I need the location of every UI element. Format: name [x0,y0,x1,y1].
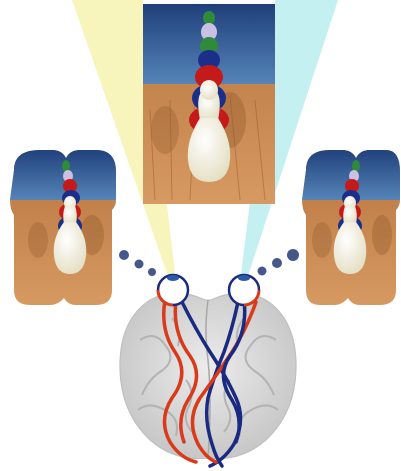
right-thought-dots [258,249,300,276]
bowling-pins-center-view [143,4,275,204]
bowling-pins-left-eye-view [8,148,120,308]
right-eyeball-icon [229,275,259,305]
bowling-pins-right-eye-view [300,148,401,308]
left-eyeball-icon [158,275,188,305]
left-thought-dots [119,250,156,276]
